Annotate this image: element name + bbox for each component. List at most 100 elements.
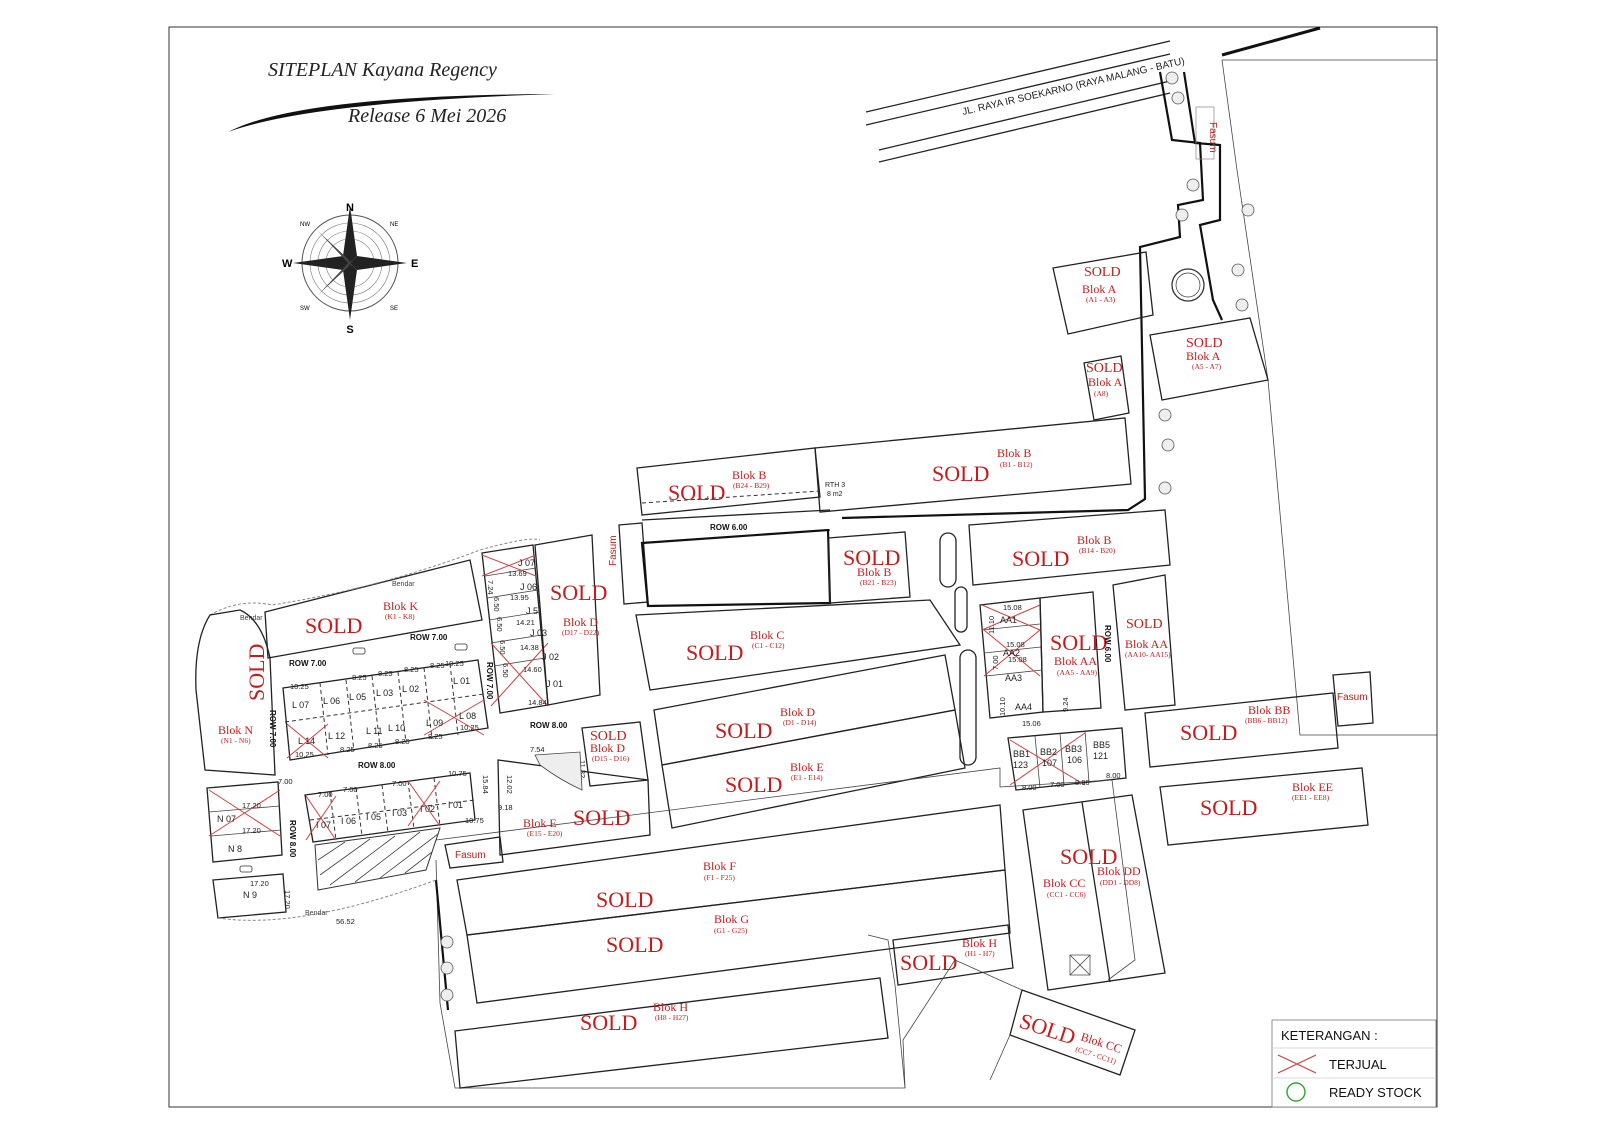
- compass-e: E: [411, 258, 418, 270]
- sold-label: SOLD: [305, 613, 362, 638]
- lot-label: 121: [1093, 751, 1108, 761]
- blok-aa10-aa15: SOLD Blok AA (AA10- AA15): [1112, 574, 1176, 711]
- block-range: (AA5 - AA9): [1057, 668, 1097, 677]
- tree-icon: [1171, 91, 1185, 105]
- dim-label: 15.08: [1008, 655, 1027, 664]
- dim-label: 8.25: [352, 673, 367, 682]
- dim-label: 7.00: [1050, 780, 1065, 789]
- dim-label: 15.08: [1003, 603, 1022, 612]
- fasum-label: Fasum: [608, 535, 619, 566]
- bendar-label: Bendar: [392, 581, 415, 588]
- lot-label: J 5: [526, 606, 538, 616]
- blok-e1-e14: SOLD Blok E (E1 - E14): [661, 709, 966, 829]
- lot-label: 106: [1067, 755, 1082, 765]
- block-name: Blok G: [714, 912, 749, 926]
- dim-label: 6.50: [501, 663, 510, 678]
- compass-ne: NE: [390, 222, 398, 228]
- dim-label: 11.32: [578, 760, 587, 778]
- lot-label: I 01: [448, 800, 463, 810]
- block-name: Blok D: [563, 615, 598, 629]
- fasum-east: Fasum: [1332, 671, 1374, 727]
- dim-label: 7.00: [278, 777, 293, 786]
- blok-d1-d14: SOLD Blok D (D1 - D14): [653, 654, 956, 766]
- row-6-north: ROW 6.00: [641, 509, 831, 544]
- sold-label: SOLD: [573, 805, 630, 830]
- south-streets: [435, 767, 1136, 1089]
- tree-icon: [1161, 438, 1175, 452]
- block-range: (D1 - D14): [783, 718, 817, 727]
- dim-label: 13.69: [508, 569, 527, 578]
- main-road-label: JL. RAYA IR SOEKARNO (RAYA MALANG - BATU…: [961, 56, 1186, 118]
- dim-label: 10.25: [290, 682, 309, 691]
- tree-icon: [440, 988, 454, 1002]
- dim-label: 7.54: [530, 745, 545, 754]
- tree-icon: [1186, 178, 1200, 192]
- lot-label: AA1: [1000, 615, 1017, 625]
- blok-bb6-bb12: SOLD Blok BB (BB6 - BB12): [1144, 692, 1339, 768]
- lot-label: J 01: [546, 679, 563, 689]
- lot-label: AA4: [1015, 702, 1032, 712]
- dim-label: 6.50: [492, 597, 501, 612]
- tree-icon: [1235, 298, 1249, 312]
- east-access-road: Fasum: [841, 59, 1437, 736]
- block-name: Blok B: [857, 565, 891, 579]
- block-name: Blok D: [590, 741, 625, 755]
- dim-label: 9.24: [1061, 697, 1070, 712]
- west-road: [434, 879, 454, 1011]
- bendar-label: Bendar: [305, 910, 328, 917]
- roundabout: [1171, 268, 1205, 302]
- rth-area: 8 m2: [827, 491, 843, 498]
- blok-i-lots: I 07 I 06 I 05 I 03 I 02 I 01 7.00 7.00 …: [304, 769, 484, 891]
- block-name: Blok D: [780, 705, 815, 719]
- block-range: (E15 - E20): [527, 829, 563, 838]
- lot-label: I 02: [420, 804, 435, 814]
- compass-nw: NW: [300, 222, 310, 228]
- block-name: Blok A: [1088, 375, 1123, 389]
- sold-label: SOLD: [725, 772, 782, 797]
- dim-label: 8.25: [340, 745, 355, 754]
- block-name: Blok B: [732, 468, 766, 482]
- blok-ee: SOLD Blok EE (EE1 - EE8): [1159, 767, 1369, 846]
- tree-icon: [1158, 481, 1172, 495]
- main-road: JL. RAYA IR SOEKARNO (RAYA MALANG - BATU…: [865, 26, 1437, 163]
- block-range: (BB6 - BB12): [1245, 716, 1288, 725]
- legend-ready: READY STOCK: [1329, 1085, 1422, 1100]
- fasum-west-strip: Fasum: [608, 522, 649, 605]
- blok-k: Bendar Bendar SOLD Blok K (K1 - K8): [209, 538, 541, 659]
- lot-label: I 06: [341, 816, 356, 826]
- block-range: (AA10- AA15): [1125, 650, 1171, 659]
- lot-label: BB2: [1040, 747, 1057, 757]
- car-icon: [454, 643, 468, 651]
- block-range: (B14 - B20): [1079, 546, 1116, 555]
- blok-h8-h27: SOLD Blok H (H8 - H27): [454, 977, 889, 1089]
- map-frame: [168, 26, 1438, 1108]
- dim-label: 10.25: [445, 659, 464, 668]
- tree-icon: [440, 961, 454, 975]
- lot-label: I 05: [366, 812, 381, 822]
- lot-label: J 06: [520, 582, 537, 592]
- compass-rose-icon: N S E W NW NE SW SE: [282, 202, 418, 336]
- blok-d17-d22: SOLD Blok D (D17 - D22): [534, 534, 607, 706]
- lot-label: L 09: [426, 718, 443, 728]
- green-strip: [954, 586, 968, 633]
- block-name: Blok BB: [1248, 703, 1290, 717]
- dim-label: 10.10: [998, 697, 1007, 716]
- cul-de-sac: 7.54 12.02 9.18 15.84: [481, 745, 583, 812]
- fasum-label: Fasum: [1337, 692, 1368, 703]
- blok-n-lots: N 07 N 8 17.20 17.20 7.00 N 9 17.20 17.2…: [206, 777, 437, 926]
- blok-a-east: SOLD Blok A (A5 - A7): [1149, 317, 1269, 401]
- block-range: (EE1 - EE8): [1292, 793, 1330, 802]
- block-name: Blok F: [703, 859, 736, 873]
- blok-a-north: SOLD Blok A (A1 - A3): [1052, 251, 1154, 335]
- dim-label: 6.50: [498, 640, 507, 655]
- tree-icon: [440, 935, 454, 949]
- lot-label: AA3: [1005, 673, 1022, 683]
- dim-label: 15.06: [1022, 719, 1041, 728]
- legend-terjual: TERJUAL: [1329, 1057, 1387, 1072]
- lot-label: L 07: [292, 700, 309, 710]
- lot-label: I 07: [316, 820, 331, 830]
- sold-label: SOLD: [1086, 361, 1123, 376]
- row-label: ROW 8.00: [288, 820, 297, 858]
- blok-h1-h7: SOLD Blok H (H1 - H7): [892, 924, 1014, 986]
- block-range: (H8 - H27): [655, 1013, 689, 1022]
